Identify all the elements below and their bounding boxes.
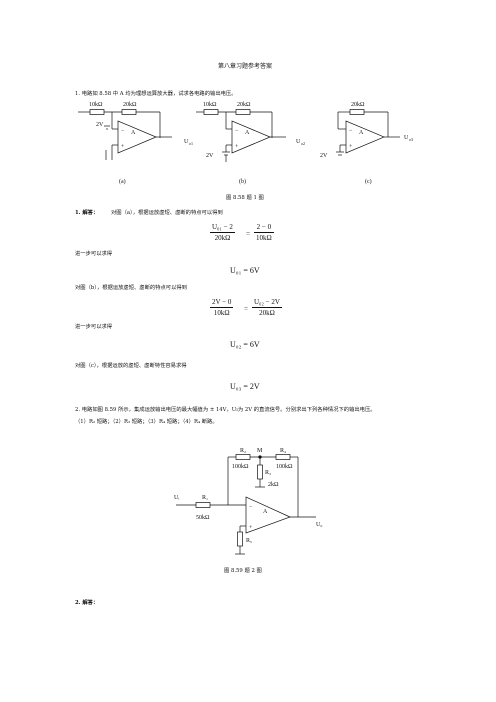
question-2-line-1: 2. 电路如图 8.59 所示，集成运放输出电压的最大幅值为 ± 14V，UI为… — [75, 407, 376, 413]
eq1-equals: = — [246, 230, 250, 238]
label-r4: R₄ — [280, 448, 286, 454]
label-r5: R₅ — [246, 538, 252, 544]
question-1-text: 1. 电路如 8.58 中 A 均为理想运算放大器，试求各电路的输出电压。 — [75, 91, 237, 97]
figure-1-caption: 图 8.58 题 1 图 — [226, 195, 264, 201]
eq1-num-left: U₀₁ − 2 — [210, 223, 235, 233]
label-a-sub: o1 — [189, 141, 193, 146]
label-r1: R₁ — [202, 495, 208, 501]
result-2: U₀₂ = 6V — [230, 340, 260, 349]
label-amp: A — [263, 509, 268, 515]
label-r2-val: 100kΩ — [232, 464, 249, 470]
question-2-line-1a: 2. 电路如图 8.59 所示，集成运放输出电压的最大幅值为 ± 14V，U — [75, 407, 237, 413]
label-minus: − — [249, 504, 253, 510]
label-a-plus: + — [121, 144, 125, 150]
label-a-out: U — [184, 139, 189, 145]
resistor-r4 — [275, 454, 291, 460]
step-2-text: 进一步可以求得 — [75, 324, 113, 330]
label-ui: Uᵢ — [174, 495, 179, 501]
result-3: U₀₃ = 2V — [230, 382, 260, 391]
op-amp-a — [117, 120, 157, 154]
eq2-num-left: 2V − 0 — [210, 298, 234, 308]
answer-2-label: 2. 解答： — [75, 600, 99, 606]
label-r4-val: 100kΩ — [276, 464, 293, 470]
label-c-sub: o3 — [409, 137, 413, 142]
label-b-amp: A — [245, 130, 250, 136]
resistor-r5 — [237, 531, 243, 547]
label-b-plus: + — [235, 144, 239, 150]
eq1-den-left: 20kΩ — [214, 234, 231, 242]
eq1-right-fraction: 2 − 0 10kΩ — [254, 223, 274, 242]
resistor-r1 — [195, 502, 211, 508]
answer-1-a-text: 对图（a），根据运放虚短、虚断的特点可以得到 — [111, 210, 223, 216]
resistor-r2 — [235, 454, 251, 460]
op-amp-b — [231, 120, 271, 154]
resistor-r3 — [257, 464, 263, 480]
eq1-den-right: 10kΩ — [256, 234, 272, 242]
label-a-v: 2V — [96, 122, 104, 128]
result-1: U₀₁ = 6V — [230, 266, 260, 275]
label-c-out: U — [404, 135, 409, 141]
answer-1-b-text: 对图（b），根据运放虚短、虚断的特点可以得到 — [75, 285, 187, 291]
eq2-den-right: 20kΩ — [259, 309, 275, 317]
eq1-num-right: 2 − 0 — [254, 223, 274, 233]
question-2-line-2: （1）R₂ 短路；（2）R₃ 短路；（3）R₄ 短路；（4）R₄ 断路。 — [75, 419, 218, 425]
label-c-r: 20kΩ — [351, 102, 365, 108]
label-b-r2: 20kΩ — [237, 102, 251, 108]
eq2-right-fraction: U₀₂ − 2V 20kΩ — [252, 298, 282, 317]
figure-2-caption: 图 8.59 题 2 图 — [224, 568, 262, 574]
label-b-v: 2V — [206, 153, 214, 159]
label-b-minus: − — [235, 128, 239, 134]
eq2-equals: = — [244, 305, 248, 313]
label-b-r1: 10kΩ — [203, 102, 217, 108]
label-m: M — [257, 448, 263, 454]
step-1-text: 进一步可以求得 — [75, 251, 113, 257]
eq2-left-fraction: 2V − 0 10kΩ — [210, 298, 234, 317]
eq1-left-fraction: U₀₁ − 2 20kΩ — [210, 223, 235, 242]
label-a-minus: − — [121, 128, 125, 134]
label-r3: R₃ — [265, 470, 271, 476]
question-2-line-1b: 为 2V 的直流信号。分别求出下列各种情况下的输出电压。 — [237, 407, 376, 413]
label-c-amp: A — [359, 130, 364, 136]
label-c-v: 2V — [320, 153, 328, 159]
label-c-plus: + — [349, 144, 353, 150]
label-c-minus: − — [349, 128, 353, 134]
op-amp-c — [345, 120, 385, 154]
page-title: 第八章习题参考答案 — [218, 63, 273, 70]
label-a-amp: A — [131, 130, 136, 136]
label-plus: + — [249, 525, 253, 531]
eq2-den-left: 10kΩ — [213, 309, 230, 317]
label-fig-c: (c) — [365, 178, 372, 185]
label-a-r2: 20kΩ — [123, 102, 137, 108]
eq2-num-right: U₀₂ − 2V — [252, 298, 282, 308]
label-uo: U₀ — [316, 522, 322, 528]
op-amp — [245, 496, 291, 534]
answer-1-label: 1. 解答： — [75, 210, 99, 216]
answer-1-c-text: 对图（c），根据运放的虚短、虚断特性容易求得 — [75, 363, 187, 369]
question-2-sub-i: I — [236, 407, 238, 412]
label-fig-b: (b) — [239, 178, 246, 185]
label-r3-val: 2kΩ — [268, 482, 279, 488]
label-r1-val: 50kΩ — [196, 515, 210, 521]
label-r2: R₂ — [240, 448, 246, 454]
label-b-sub: o2 — [301, 141, 305, 146]
label-b-out: U — [296, 139, 301, 145]
label-a-r1: 10kΩ — [89, 102, 103, 108]
label-fig-a: (a) — [119, 178, 126, 185]
